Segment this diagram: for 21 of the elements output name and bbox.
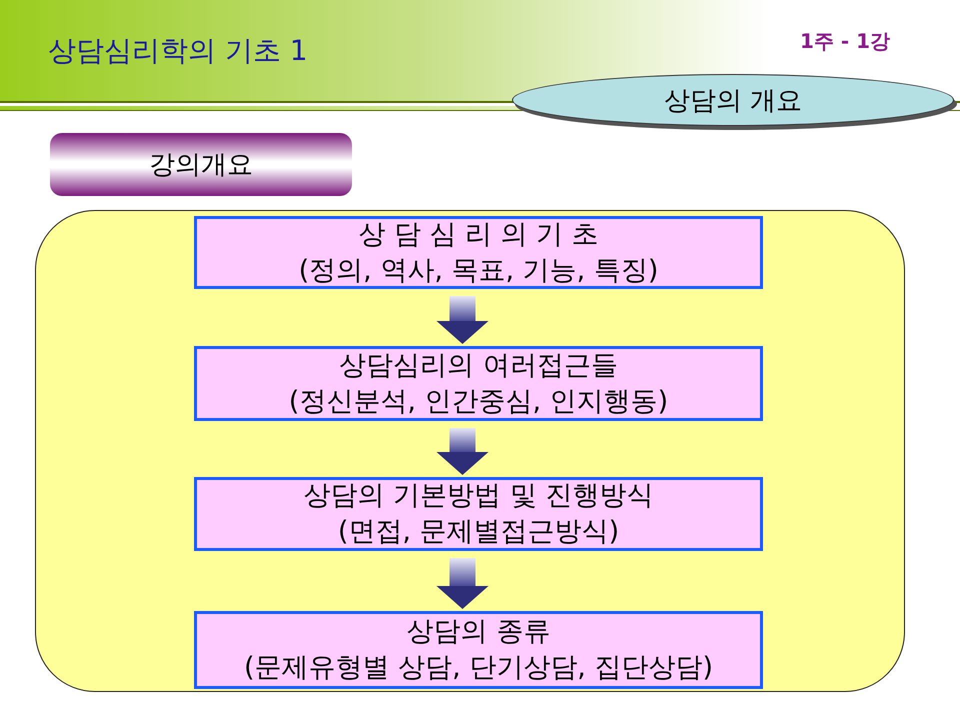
down-arrow (436, 296, 488, 344)
content-box (194, 611, 763, 689)
lecture-number: 1주 - 1강 (800, 28, 890, 55)
node-label: 강의개요 (149, 149, 253, 182)
content-box (194, 477, 763, 551)
slide-title: 상담심리학의 기초 1 (48, 33, 308, 69)
content-box (194, 216, 763, 289)
node-label: 상담의 개요 (664, 84, 802, 118)
down-arrow (436, 558, 488, 609)
down-arrow (436, 428, 488, 475)
box-subtext: (정의, 역사, 목표, 기능, 특징) (298, 254, 658, 288)
box-subtext: (정신분석, 인간중심, 인지행동) (288, 384, 668, 418)
box-heading: 상담의 종류 (406, 615, 550, 649)
content-box (194, 346, 763, 421)
box-subtext: (문제유형별 상담, 단기상담, 집단상담) (244, 651, 713, 685)
box-heading: 상 담 심 리 의 기 초 (358, 218, 599, 252)
box-heading: 상담심리의 여러접근들 (339, 348, 618, 382)
section-tab (50, 133, 352, 196)
panel-background (35, 210, 905, 692)
box-subtext: (면접, 문제별접근방식) (338, 515, 620, 549)
box-heading: 상담의 기본방법 및 진행방식 (304, 479, 654, 513)
